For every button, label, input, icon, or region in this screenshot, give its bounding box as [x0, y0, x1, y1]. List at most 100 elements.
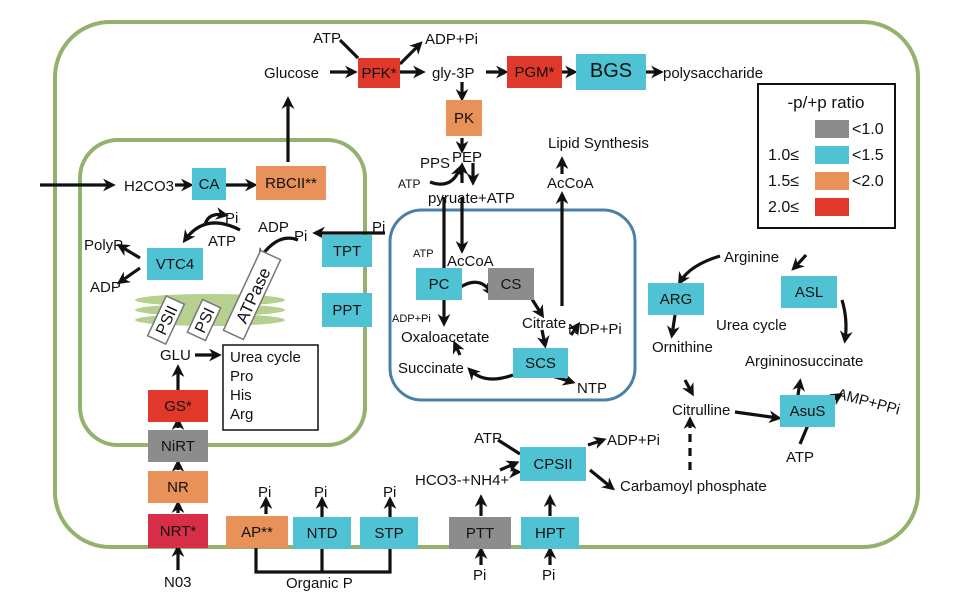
ntd-box-fill — [293, 517, 351, 549]
rbcii-label: RBCII** — [265, 175, 317, 192]
oxaloacetate-label: Oxaloacetate — [401, 329, 489, 346]
gly3p-label: gly-3P — [432, 65, 475, 82]
adp-atpase-label: ADP — [258, 219, 289, 236]
asl-enzyme-box: ASL — [781, 276, 837, 308]
arginine-label: Arginine — [724, 249, 779, 266]
organic-p-label: Organic P — [286, 575, 353, 592]
ndp-pi-label: NDP+Pi — [568, 321, 622, 338]
pi-tpt-label: Pi — [372, 219, 385, 236]
hpt-enzyme-box: HPT — [521, 517, 579, 549]
ptt-box-fill — [449, 517, 511, 549]
legend-row: 1.0≤<1.5 — [768, 146, 884, 164]
accoa-mito-label: AcCoA — [447, 253, 494, 270]
pi-ap-label: Pi — [258, 484, 271, 501]
scs-enzyme-box: SCS — [513, 348, 568, 378]
pfk-label: PFK* — [361, 65, 396, 82]
legend-row-lower: 2.0≤ — [768, 199, 799, 216]
ap-label: AP** — [241, 524, 273, 541]
pk-enzyme-box: PK — [446, 100, 482, 136]
atp-top-label: ATP — [313, 30, 341, 47]
pgm-label: PGM* — [514, 64, 554, 81]
ntd-enzyme-box: NTD — [293, 517, 351, 549]
glu-products-box — [222, 344, 319, 431]
legend-title: -p/+p ratio — [787, 93, 864, 112]
nirt-box-fill — [148, 430, 208, 462]
argininosuccinate-label: Argininosuccinate — [745, 353, 863, 370]
pgm-box-fill — [507, 56, 562, 88]
pi-ptt-label: Pi — [473, 567, 486, 584]
legend-swatch — [815, 198, 849, 216]
cpsii-enzyme-box: CPSII — [520, 447, 586, 481]
bgs-box-fill — [576, 54, 646, 90]
no3-label: N03 — [164, 574, 192, 591]
cpsii-box-fill — [520, 447, 586, 481]
ppt-label: PPT — [332, 302, 361, 319]
glu-product-pro: Pro — [230, 368, 253, 385]
pi-atpase-label: Pi — [294, 228, 307, 245]
ca-box-fill — [192, 168, 226, 200]
stp-label: STP — [374, 525, 403, 542]
asus-label: AsuS — [790, 403, 826, 420]
arg-label: ARG — [660, 291, 693, 308]
glu-product-urea-cycle: Urea cycle — [230, 349, 301, 366]
arg-enzyme-box: ARG — [648, 283, 704, 315]
cpsii-label: CPSII — [533, 456, 572, 473]
asus-box-fill — [780, 395, 835, 427]
vtc4-enzyme-box: VTC4 — [147, 248, 203, 280]
vtc4-label: VTC4 — [156, 256, 194, 273]
mitochondrion-membrane — [388, 208, 637, 402]
scs-label: SCS — [525, 355, 556, 372]
stp-box-fill — [360, 517, 418, 549]
scs-box-fill — [513, 348, 568, 378]
legend-swatch — [815, 146, 849, 164]
pps-label: PPS — [420, 155, 450, 172]
pi-vtc-label: Pi — [225, 210, 238, 227]
gs-label: GS* — [164, 398, 192, 415]
citrate-label: Citrate — [522, 315, 566, 332]
atp-vtc-label: ATP — [208, 233, 236, 250]
pc-enzyme-box: PC — [416, 268, 462, 300]
arg-box-fill — [648, 283, 704, 315]
rbcii-enzyme-box: RBCII** — [256, 166, 326, 200]
pyruvate-atp-label: pyruate+ATP — [428, 190, 515, 207]
rbcii-box-fill — [256, 166, 326, 200]
accoa-top-label: AcCoA — [547, 175, 594, 192]
legend-row-lower: 1.5≤ — [768, 173, 799, 190]
glucose-label: Glucose — [264, 65, 319, 82]
ppt-enzyme-box: PPT — [322, 293, 372, 327]
cs-box-fill — [488, 268, 534, 300]
legend-row-lower: 1.0≤ — [768, 147, 799, 164]
atpase-box: ATPase — [222, 249, 282, 341]
ntd-label: NTD — [307, 525, 338, 542]
legend-swatch — [815, 120, 849, 138]
nirt-enzyme-box: NiRT — [148, 430, 208, 462]
pep-label: PEP — [452, 149, 482, 166]
glu-product-arg: Arg — [230, 406, 253, 423]
urea-cycle-label: Urea cycle — [716, 317, 787, 334]
pi-hpt-label: Pi — [542, 567, 555, 584]
legend-row-upper: <1.0 — [852, 121, 884, 138]
vtc4-box-fill — [147, 248, 203, 280]
bgs-enzyme-box: BGS — [576, 54, 646, 90]
hco3-nh4-label: HCO3-+NH4+ — [415, 472, 509, 489]
adp-pi-top-label: ADP+Pi — [425, 31, 478, 48]
ap-enzyme-box: AP** — [226, 516, 288, 548]
polyp-label: PolyP — [84, 237, 123, 254]
nr-label: NR — [167, 479, 189, 496]
adp-vtc-label: ADP — [90, 279, 121, 296]
hpt-box-fill — [521, 517, 579, 549]
citrulline-label: Citrulline — [672, 402, 730, 419]
pfk-box-fill — [358, 58, 400, 88]
atp-pc-label: ATP — [413, 248, 434, 260]
pk-label: PK — [454, 110, 474, 127]
pgm-enzyme-box: PGM* — [507, 56, 562, 88]
gs-box-fill — [148, 390, 208, 422]
pi-ntd-label: Pi — [314, 484, 327, 501]
ornithine-label: Ornithine — [652, 339, 713, 356]
polysaccharide-label: polysaccharide — [663, 65, 763, 82]
nr-enzyme-box: NR — [148, 471, 208, 503]
chloroplast-membrane — [78, 138, 367, 447]
ptt-enzyme-box: PTT — [449, 517, 511, 549]
legend-row: 1.5≤<2.0 — [768, 172, 884, 190]
